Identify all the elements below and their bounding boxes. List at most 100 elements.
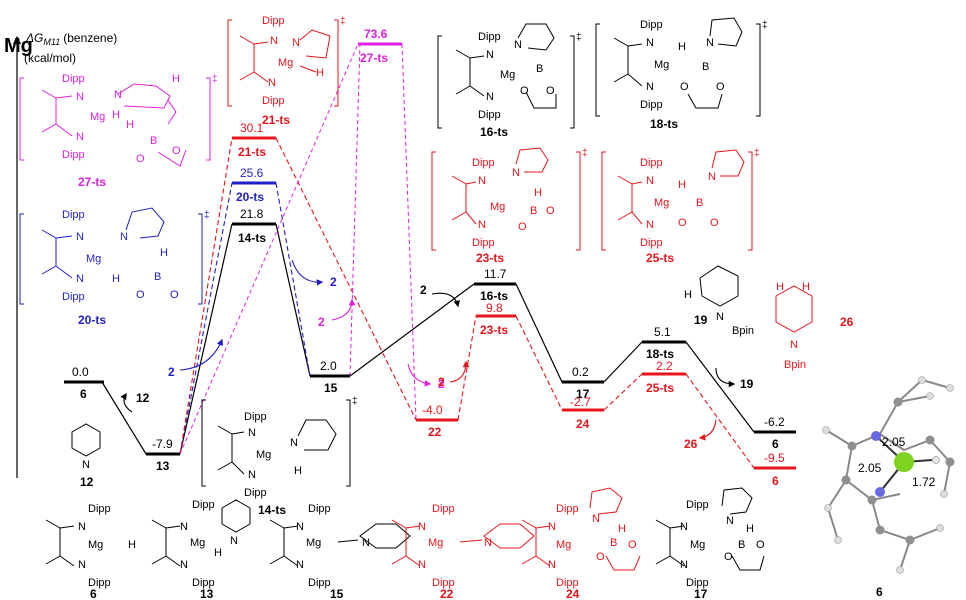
label-16ts: 16-ts xyxy=(480,289,508,303)
svg-text:Mg: Mg xyxy=(190,537,205,549)
svg-text:Mg: Mg xyxy=(306,537,321,549)
svg-text:Dipp: Dipp xyxy=(556,503,579,515)
svg-text:16-ts: 16-ts xyxy=(480,125,508,139)
svg-text:Dipp: Dipp xyxy=(192,577,215,589)
svg-text:Dipp: Dipp xyxy=(478,31,501,43)
svg-text:15: 15 xyxy=(330,587,344,600)
product-26-arrow-label: 26 xyxy=(684,437,698,451)
label-6c: 6 xyxy=(772,474,779,488)
structure-14ts: ‡ Dipp N Mg N Dipp N H 14-ts xyxy=(201,396,358,517)
label-22: 22 xyxy=(428,425,442,439)
svg-text:H: H xyxy=(618,523,626,535)
svg-text:Dipp: Dipp xyxy=(432,503,455,515)
svg-text:H: H xyxy=(746,523,754,535)
svg-text:N: N xyxy=(646,37,654,49)
svg-text:24: 24 xyxy=(566,587,580,600)
svg-text:N: N xyxy=(290,437,298,449)
value-21ts: 30.1 xyxy=(240,121,264,135)
svg-text:‡: ‡ xyxy=(754,148,760,159)
value-23ts: 9.8 xyxy=(486,301,503,315)
svg-text:Dipp: Dipp xyxy=(686,499,709,511)
svg-text:Dipp: Dipp xyxy=(262,95,285,107)
svg-text:Mg: Mg xyxy=(556,539,571,551)
svg-text:N: N xyxy=(76,273,84,285)
svg-text:O: O xyxy=(546,205,555,217)
svg-text:O: O xyxy=(680,81,689,93)
svg-text:Dipp: Dipp xyxy=(62,209,85,221)
value-20ts: 25.6 xyxy=(240,166,264,180)
label-27ts: 27-ts xyxy=(360,51,388,65)
svg-text:Mg: Mg xyxy=(278,57,293,69)
svg-text:Bpin: Bpin xyxy=(784,359,806,371)
svg-text:H: H xyxy=(802,281,810,293)
svg-text:N: N xyxy=(514,39,522,51)
svg-text:‡: ‡ xyxy=(576,32,582,43)
svg-text:O: O xyxy=(710,217,719,229)
svg-text:18-ts: 18-ts xyxy=(650,117,678,131)
svg-text:Mg: Mg xyxy=(90,111,105,123)
structure-19: H N Bpin 19 xyxy=(684,265,754,337)
svg-text:Dipp: Dipp xyxy=(472,237,495,249)
svg-text:Dipp: Dipp xyxy=(192,499,215,511)
value-6b: -6.2 xyxy=(764,415,785,429)
label-20ts: 20-ts xyxy=(236,190,264,204)
svg-text:N: N xyxy=(592,513,600,525)
svg-text:23-ts: 23-ts xyxy=(476,251,504,265)
svg-text:H: H xyxy=(684,289,692,301)
label-6b: 6 xyxy=(772,437,779,451)
svg-text:N: N xyxy=(646,81,654,93)
svg-text:Mg: Mg xyxy=(500,69,515,81)
svg-text:N: N xyxy=(486,49,494,61)
energy-levels xyxy=(64,42,796,470)
value-18ts: 5.1 xyxy=(654,325,671,339)
svg-text:Dipp: Dipp xyxy=(88,503,111,515)
svg-text:O: O xyxy=(756,539,765,551)
svg-text:N: N xyxy=(268,77,276,89)
structure-18ts: ‡ Dipp N Mg H B N N Dipp O O 18-ts xyxy=(595,17,768,131)
svg-text:Dipp: Dipp xyxy=(244,411,267,423)
svg-text:B: B xyxy=(738,539,745,551)
structure-27ts: ‡ Dipp N Mg H N Dipp N H H B O O 27-ts xyxy=(19,73,218,189)
svg-text:N: N xyxy=(82,459,90,471)
structure-25ts: ‡ Dipp N Mg H B N N Dipp O O 25-ts xyxy=(601,148,760,265)
svg-text:B: B xyxy=(536,63,543,75)
reagent-2-magenta-in: 2 xyxy=(318,315,325,329)
svg-text:H: H xyxy=(172,73,180,85)
svg-text:Dipp: Dipp xyxy=(432,577,455,589)
svg-text:Mg: Mg xyxy=(428,537,443,549)
value-27ts: 73.6 xyxy=(364,27,388,41)
svg-text:N: N xyxy=(248,469,256,481)
label-15: 15 xyxy=(324,381,338,395)
svg-text:O: O xyxy=(716,81,725,93)
svg-text:Dipp: Dipp xyxy=(88,577,111,589)
label-17: 17 xyxy=(576,387,590,401)
svg-text:Dipp: Dipp xyxy=(686,577,709,589)
svg-text:N: N xyxy=(230,535,238,547)
svg-text:B: B xyxy=(696,197,703,209)
svg-text:B: B xyxy=(150,135,157,147)
structure-23ts: ‡ Dipp N Mg N Dipp N H B O O 23-ts xyxy=(431,147,588,265)
label-21ts: 21-ts xyxy=(238,145,266,159)
svg-text:N: N xyxy=(248,427,256,439)
reagent-2-black-in: 2 xyxy=(420,283,427,297)
svg-text:O: O xyxy=(546,85,555,97)
svg-text:N: N xyxy=(120,231,128,243)
svg-text:Dipp: Dipp xyxy=(262,15,285,27)
svg-text:N: N xyxy=(646,175,654,187)
svg-text:H: H xyxy=(316,67,324,79)
molecule-label: 6 xyxy=(876,585,883,599)
value-24: -2.7 xyxy=(570,395,591,409)
connectors xyxy=(101,43,755,469)
svg-text:N: N xyxy=(180,521,188,533)
svg-text:20-ts: 20-ts xyxy=(78,313,106,327)
svg-text:N: N xyxy=(680,521,688,533)
hydride-atom xyxy=(932,456,940,464)
bond-length-2: 2.05 xyxy=(858,461,882,475)
svg-text:Dipp: Dipp xyxy=(478,109,501,121)
structure-12: N 12 xyxy=(71,423,101,489)
svg-text:N: N xyxy=(478,175,486,187)
svg-text:N: N xyxy=(362,537,370,549)
structure-21ts: ‡ Dipp N Mg N Dipp N H 21-ts xyxy=(227,15,346,127)
svg-text:13: 13 xyxy=(200,587,214,600)
svg-text:N: N xyxy=(790,339,798,351)
